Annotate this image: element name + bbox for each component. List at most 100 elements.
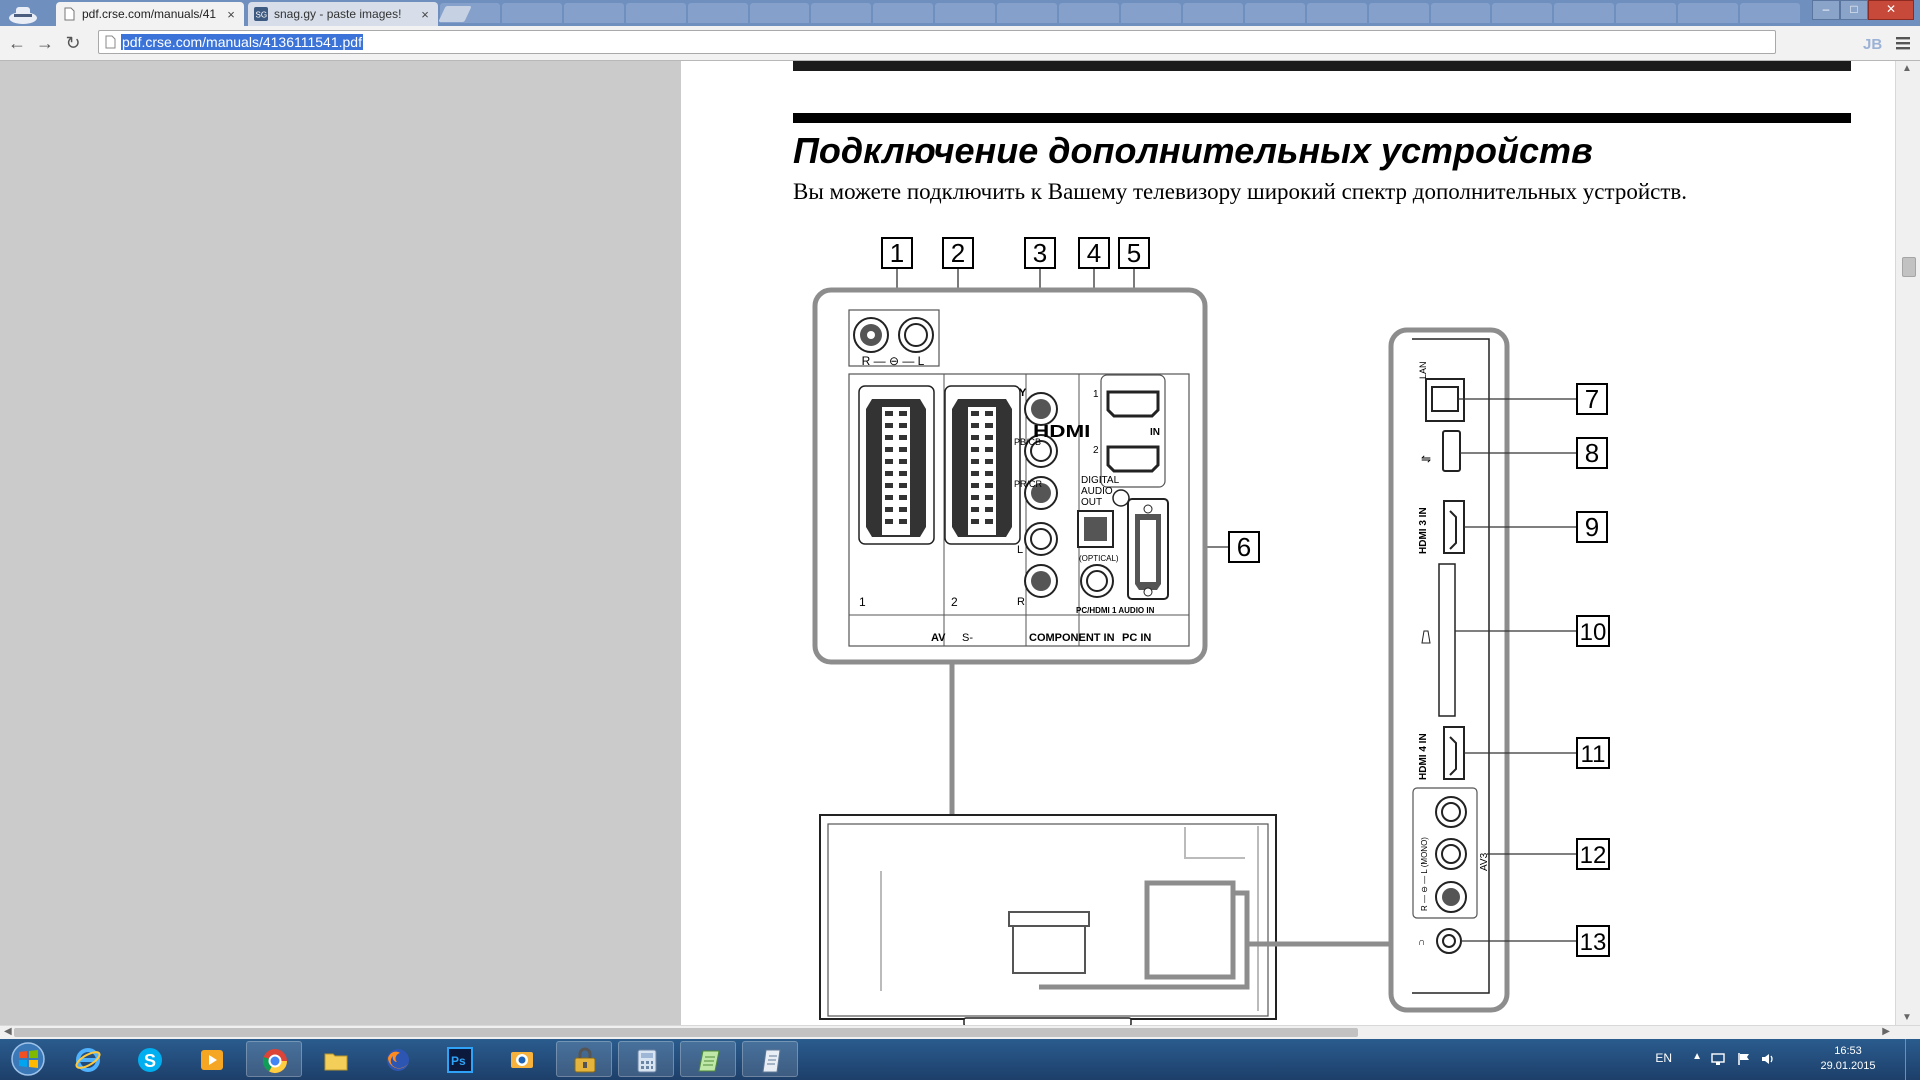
svg-text:1: 1 bbox=[1093, 389, 1099, 400]
taskbar-internet-explorer[interactable] bbox=[60, 1041, 116, 1077]
pdf-page: Подключение дополнительных устройств Вы … bbox=[681, 61, 1895, 1025]
svg-text:Y: Y bbox=[1019, 387, 1027, 399]
pc-in-label: PC IN bbox=[1122, 632, 1151, 644]
tab-pdf[interactable]: pdf.crse.com/manuals/41 × bbox=[56, 2, 244, 26]
svg-text:11: 11 bbox=[1581, 741, 1606, 768]
show-desktop-button[interactable] bbox=[1905, 1039, 1920, 1080]
skype-icon: S bbox=[138, 1048, 162, 1072]
svg-text:OUT: OUT bbox=[1081, 497, 1102, 508]
tab-title: pdf.crse.com/manuals/41 bbox=[82, 7, 217, 21]
calculator-icon bbox=[637, 1049, 657, 1073]
language-indicator[interactable]: EN bbox=[1655, 1051, 1672, 1065]
flag-icon[interactable] bbox=[1736, 1051, 1752, 1067]
taskbar-photoshop[interactable]: Ps bbox=[432, 1041, 488, 1077]
digital-audio-out: DIGITAL AUDIO OUT (OPTICAL) PC/HDMI 1 AU… bbox=[1076, 475, 1155, 615]
close-icon[interactable]: × bbox=[421, 6, 429, 22]
tab-strip: pdf.crse.com/manuals/41 × SG snag.gy - p… bbox=[0, 0, 1920, 26]
connection-diagram: 1 2 3 4 5 6 R — ⊖ — L bbox=[812, 237, 1610, 1025]
taskbar-file-explorer[interactable] bbox=[308, 1041, 364, 1077]
taskbar-calculator[interactable] bbox=[618, 1041, 674, 1077]
address-bar[interactable]: pdf.crse.com/manuals/4136111541.pdf bbox=[98, 30, 1776, 54]
arrow-left-icon: ← bbox=[8, 33, 26, 53]
svg-text:(OPTICAL): (OPTICAL) bbox=[1079, 554, 1119, 563]
taskbar-notepad[interactable] bbox=[680, 1041, 736, 1077]
callout-3: 3 bbox=[1024, 237, 1056, 269]
close-icon[interactable]: × bbox=[227, 6, 235, 22]
callout-5: 5 bbox=[1118, 237, 1150, 269]
extension-icon[interactable]: JB bbox=[1860, 32, 1882, 54]
scroll-left-icon[interactable]: ◀ bbox=[4, 1026, 12, 1037]
page-icon bbox=[64, 7, 75, 21]
firefox-icon bbox=[387, 1049, 409, 1071]
photoshop-icon: Ps bbox=[447, 1047, 473, 1073]
hdmi-ports: 1 2 HDMI IN bbox=[1033, 374, 1166, 488]
callout-6: 6 bbox=[1228, 531, 1260, 563]
horizontal-scrollbar[interactable]: ◀ ▶ bbox=[0, 1025, 1920, 1040]
svg-text:⇋: ⇋ bbox=[1421, 452, 1431, 466]
back-button[interactable]: ← bbox=[6, 32, 28, 54]
browser-toolbar: ← → ↻ pdf.crse.com/manuals/4136111541.pd… bbox=[0, 26, 1920, 61]
close-window-button[interactable]: ✕ bbox=[1868, 0, 1914, 20]
tab-title: snag.gy - paste images! bbox=[274, 7, 402, 21]
maximize-button[interactable]: □ bbox=[1840, 0, 1868, 20]
heading-rule bbox=[793, 113, 1851, 123]
vertical-scrollbar[interactable]: ▲ ▼ bbox=[1895, 61, 1920, 1025]
scroll-thumb[interactable] bbox=[14, 1028, 1358, 1037]
snaggy-favicon-icon: SG bbox=[254, 7, 268, 21]
svg-text:1: 1 bbox=[859, 595, 866, 609]
taskbar-media-player[interactable] bbox=[184, 1041, 240, 1077]
svg-text:3: 3 bbox=[1033, 238, 1047, 268]
callout-7: 7 bbox=[1576, 383, 1608, 415]
callout-12: 12 bbox=[1576, 838, 1610, 870]
browser-user-icon[interactable] bbox=[6, 3, 40, 25]
svg-text:SG: SG bbox=[256, 11, 268, 20]
svg-text:2: 2 bbox=[1093, 445, 1099, 456]
svg-text:DIGITAL: DIGITAL bbox=[1081, 475, 1120, 486]
tab-snaggy[interactable]: SG snag.gy - paste images! × bbox=[248, 2, 438, 26]
taskbar-firefox[interactable] bbox=[370, 1041, 426, 1077]
scroll-down-icon[interactable]: ▼ bbox=[1902, 1012, 1912, 1023]
svg-text:AV3: AV3 bbox=[1479, 852, 1490, 871]
callout-11: 11 bbox=[1576, 737, 1610, 769]
taskbar-outlook[interactable] bbox=[494, 1041, 550, 1077]
volume-icon[interactable] bbox=[1760, 1051, 1776, 1067]
scroll-right-icon[interactable]: ▶ bbox=[1882, 1026, 1890, 1037]
clock-time: 16:53 bbox=[1834, 1045, 1862, 1057]
svg-text:AUDIO: AUDIO bbox=[1081, 486, 1113, 497]
callout-2: 2 bbox=[942, 237, 974, 269]
callout-4: 4 bbox=[1078, 237, 1110, 269]
clock[interactable]: 16:53 29.01.2015 bbox=[1804, 1044, 1892, 1074]
svg-text:1: 1 bbox=[890, 238, 904, 268]
section-bar bbox=[793, 61, 1851, 71]
svg-text:12: 12 bbox=[1580, 842, 1607, 869]
svg-text:∩: ∩ bbox=[1418, 937, 1425, 948]
svg-text:5: 5 bbox=[1127, 238, 1141, 268]
menu-icon[interactable] bbox=[1892, 32, 1914, 54]
svg-text:2: 2 bbox=[951, 238, 965, 268]
scroll-up-icon[interactable]: ▲ bbox=[1902, 63, 1912, 74]
rear-panel: R — ⊖ — L bbox=[812, 287, 1208, 665]
scroll-thumb[interactable] bbox=[1902, 257, 1916, 277]
vga-port bbox=[1127, 498, 1169, 600]
svg-text:S: S bbox=[144, 1051, 156, 1071]
start-button[interactable] bbox=[4, 1041, 52, 1077]
svg-text:PB/CB: PB/CB bbox=[1014, 437, 1041, 447]
taskbar-skype[interactable]: S bbox=[122, 1041, 178, 1077]
callout-8: 8 bbox=[1576, 437, 1608, 469]
svg-text:JB: JB bbox=[1863, 36, 1882, 53]
tray-expand-icon[interactable]: ▲ bbox=[1692, 1051, 1702, 1062]
minimize-button[interactable]: – bbox=[1812, 0, 1840, 20]
tv-back bbox=[819, 814, 1277, 1023]
taskbar-security-app[interactable] bbox=[556, 1041, 612, 1077]
reload-button[interactable]: ↻ bbox=[62, 32, 84, 54]
svg-text:R — ⊖ — L: R — ⊖ — L bbox=[862, 354, 925, 368]
callouts-side: 7 8 9 10 11 12 13 bbox=[1576, 383, 1610, 957]
url-text[interactable]: pdf.crse.com/manuals/4136111541.pdf bbox=[121, 34, 363, 50]
svg-text:R — ⊖ — L (MONO): R — ⊖ — L (MONO) bbox=[1420, 837, 1429, 911]
network-status-icon[interactable] bbox=[1710, 1051, 1726, 1067]
callout-9: 9 bbox=[1576, 511, 1608, 543]
taskbar-document-app[interactable] bbox=[742, 1041, 798, 1077]
taskbar-chrome[interactable] bbox=[246, 1041, 302, 1077]
forward-button[interactable]: → bbox=[34, 32, 56, 54]
svg-text:13: 13 bbox=[1580, 929, 1607, 956]
